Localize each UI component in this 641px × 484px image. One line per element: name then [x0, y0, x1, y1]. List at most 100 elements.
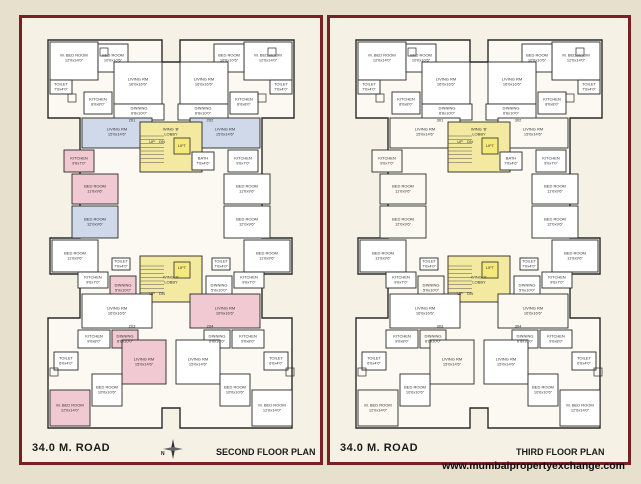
room-outline — [531, 205, 579, 239]
room-outline — [49, 79, 73, 95]
flat-number: 204 — [206, 323, 214, 329]
room-outline — [385, 271, 417, 289]
room-outline — [551, 239, 599, 273]
room-outline — [527, 373, 559, 407]
room-outline — [111, 257, 131, 271]
second-floor-plan-drawing — [47, 39, 295, 429]
duct-box — [407, 47, 417, 57]
room-outline — [83, 91, 113, 115]
room-label-lift-bottom: LIFT — [177, 264, 187, 270]
lift-shaft — [173, 261, 191, 279]
room-outline — [211, 257, 231, 271]
room-outline — [191, 151, 215, 171]
room-outline — [531, 173, 579, 205]
room-outline — [243, 239, 291, 273]
room-outline — [361, 351, 387, 371]
duct-box — [257, 93, 267, 103]
room-label-lobby-top: WING 'B'LOBBY — [470, 126, 488, 136]
room-label-up-top: UP — [149, 138, 155, 144]
flat-number: 203 — [128, 323, 136, 329]
duct-box — [67, 93, 77, 103]
room-label-dn-bottom: DN — [159, 290, 165, 296]
room-outline — [357, 41, 407, 81]
room-outline — [535, 149, 567, 173]
room-label-dn-top: DN — [467, 138, 473, 144]
room-outline — [263, 351, 289, 371]
room-outline — [559, 389, 601, 427]
room-outline — [539, 329, 573, 349]
room-outline — [497, 293, 569, 329]
room-outline — [71, 173, 119, 205]
room-label-up-top: UP — [457, 138, 463, 144]
room-outline — [91, 373, 123, 407]
room-outline — [385, 329, 419, 349]
room-outline — [379, 205, 427, 239]
duct-box — [285, 367, 295, 377]
room-outline — [487, 61, 537, 105]
room-outline — [391, 91, 421, 115]
room-outline — [371, 149, 403, 173]
lift-shaft — [173, 137, 191, 155]
plan-title: THIRD FLOOR PLAN — [516, 447, 605, 457]
room-outline — [269, 79, 293, 95]
room-outline — [429, 339, 475, 385]
lift-shaft — [481, 137, 499, 155]
road-label: 34.0 M. ROAD — [340, 442, 419, 454]
room-label-dn-top: DN — [159, 138, 165, 144]
plan-title: SECOND FLOOR PLAN — [216, 447, 316, 457]
room-outline — [357, 79, 381, 95]
room-outline — [483, 339, 529, 385]
compass-icon — [162, 438, 184, 465]
room-outline — [53, 351, 79, 371]
room-outline — [229, 91, 259, 115]
website-footer[interactable]: www.mumbaipropertyexchange.com — [442, 460, 625, 472]
compass-label: N — [161, 451, 165, 457]
room-label-lift-top: LIFT — [177, 142, 187, 148]
